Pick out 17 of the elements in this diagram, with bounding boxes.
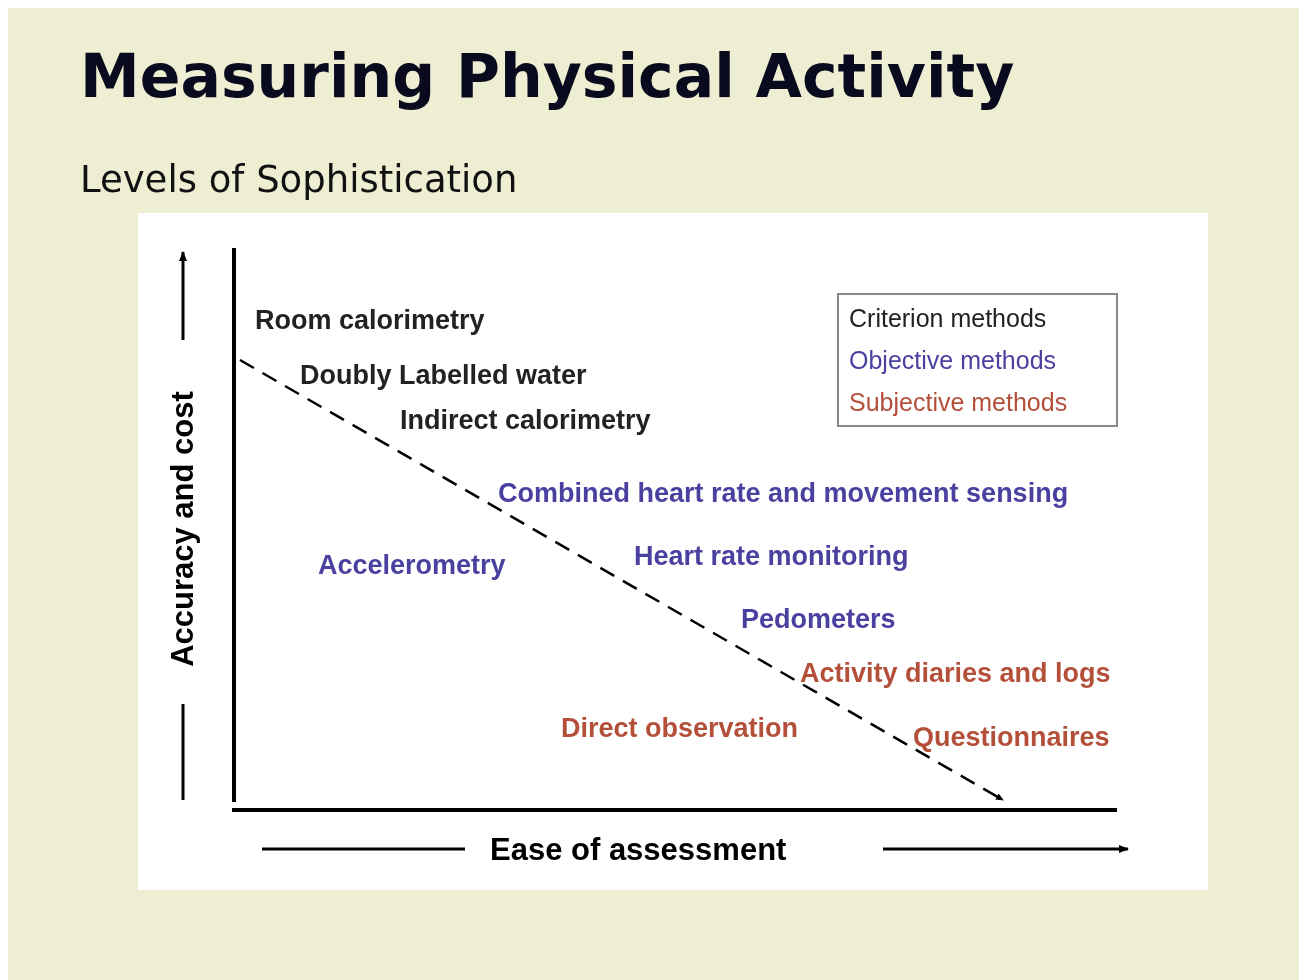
axis-label: Accuracy and cost bbox=[165, 391, 201, 667]
method-label: Pedometers bbox=[741, 603, 896, 635]
method-label: Combined heart rate and movement sensing bbox=[498, 477, 1069, 509]
method-label: Accelerometry bbox=[318, 549, 506, 581]
method-label: Heart rate monitoring bbox=[634, 540, 909, 572]
method-label: Indirect calorimetry bbox=[400, 404, 651, 436]
legend-entry: Criterion methods bbox=[849, 303, 1048, 334]
legend-entry: Objective methods bbox=[849, 345, 1058, 376]
legend-entry: Subjective methods bbox=[849, 387, 1069, 418]
method-label: Direct observation bbox=[561, 712, 799, 744]
method-label: Room calorimetry bbox=[255, 304, 485, 336]
slide-title: Measuring Physical Activity bbox=[80, 40, 1015, 113]
axis-label: Ease of assessment bbox=[490, 832, 787, 868]
subtitle: Levels of Sophistication bbox=[80, 157, 518, 203]
method-label: Questionnaires bbox=[913, 721, 1110, 753]
method-label: Doubly Labelled water bbox=[300, 359, 587, 391]
method-label: Activity diaries and logs bbox=[800, 657, 1111, 689]
